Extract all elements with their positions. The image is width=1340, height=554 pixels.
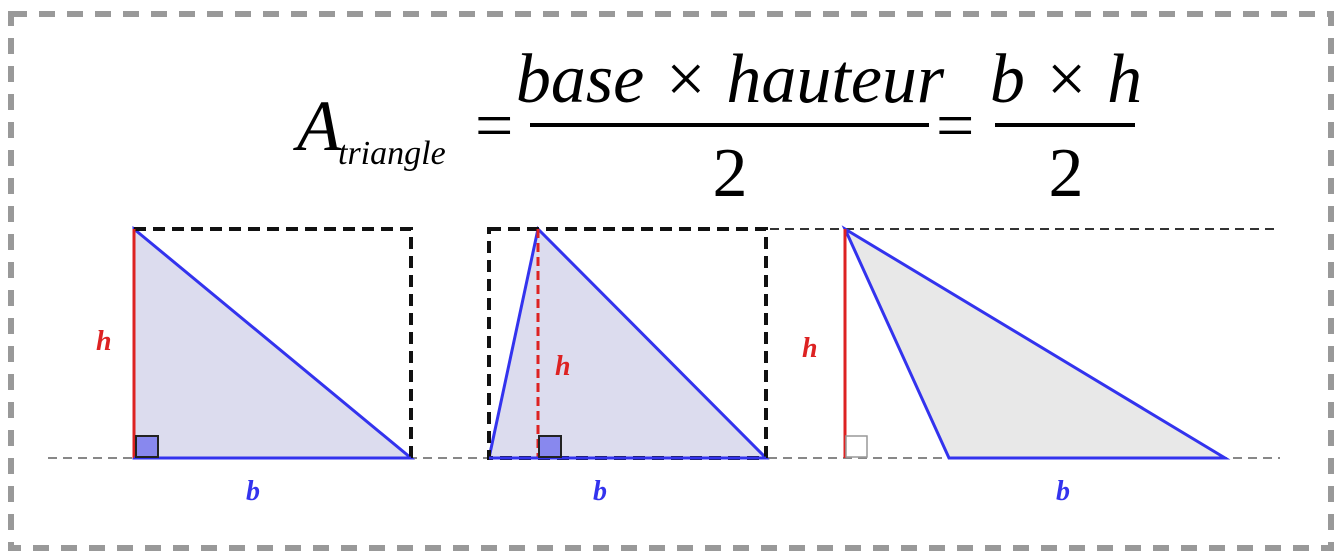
bounding-rect-1 (134, 227, 413, 458)
base-label-1: b (246, 476, 260, 507)
triangle-1 (132, 225, 416, 460)
fraction-2-denominator: 2 (1049, 135, 1084, 212)
formula-lhs-subscript: triangle (338, 135, 446, 172)
formula-lhs-symbol: A (293, 86, 342, 166)
fraction-1-denominator: 2 (713, 135, 748, 212)
triangle-2 (487, 225, 770, 460)
height-label-3: h (802, 333, 818, 364)
figure-right-triangle: h b (96, 225, 416, 507)
area-formula: A triangle = base × hauteur 2 = b × h 2 (293, 41, 1142, 212)
figure-obtuse-triangle: h b (770, 225, 1280, 507)
base-label-2: b (593, 476, 607, 507)
right-angle-marker-1 (135, 435, 159, 458)
fraction-1-numerator: base × hauteur (516, 41, 945, 118)
base-label-3: b (1056, 476, 1070, 507)
height-label-2: h (555, 351, 571, 382)
triangle-3 (841, 225, 1231, 460)
formula-equals-2: = (936, 87, 974, 163)
formula-equals-1: = (475, 87, 513, 163)
bounding-rect-2 (487, 227, 768, 460)
dashed-border (8, 11, 1334, 551)
fraction-2-numerator: b × h (990, 41, 1142, 118)
height-label-1: h (96, 326, 112, 357)
right-angle-marker-3 (845, 435, 868, 458)
right-angle-marker-2 (538, 435, 562, 458)
figure-acute-triangle: h b (487, 225, 770, 507)
